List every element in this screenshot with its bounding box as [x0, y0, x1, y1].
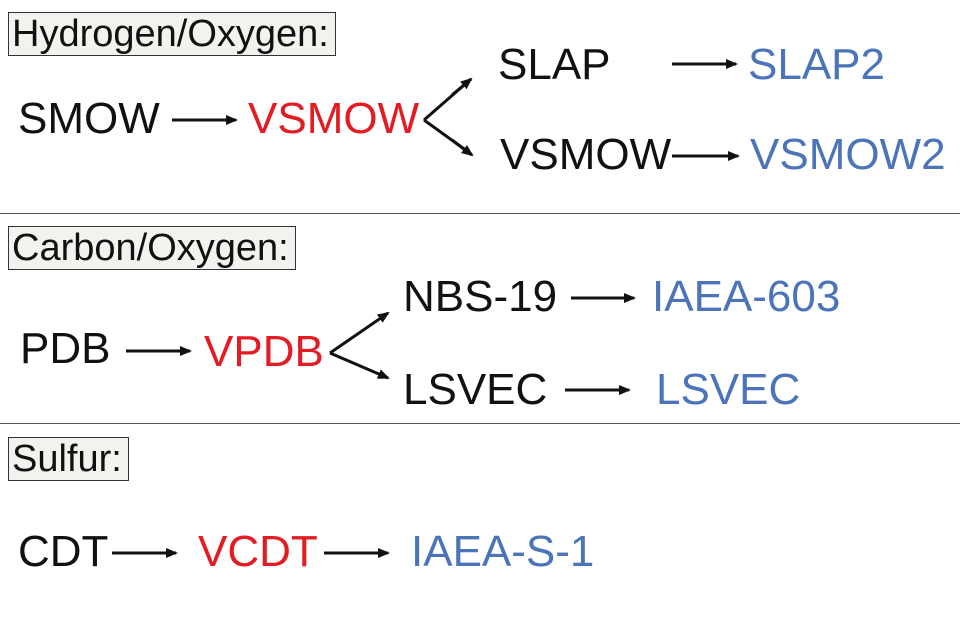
sulfur-header: Sulfur: — [8, 437, 129, 481]
cdt-label: CDT — [18, 527, 109, 576]
vsmow-branch-label: VSMOW — [500, 130, 672, 179]
smow-label: SMOW — [18, 94, 160, 143]
vsmow2-label: VSMOW2 — [750, 130, 946, 179]
iaea-s-1-label: IAEA-S-1 — [411, 527, 595, 576]
slap2-label: SLAP2 — [748, 40, 885, 89]
section-divider-1 — [0, 213, 960, 214]
vcdt-label: VCDT — [198, 527, 318, 576]
section-divider-2 — [0, 423, 960, 424]
nbs19-label: NBS-19 — [403, 272, 558, 321]
arrow-vpdb-branch-bottom — [329, 351, 390, 380]
lsvec-successor-label: LSVEC — [656, 365, 801, 414]
lsvec-label: LSVEC — [403, 365, 548, 414]
vpdb-label: VPDB — [204, 327, 324, 376]
iaea-603-label: IAEA-603 — [652, 272, 841, 321]
pdb-label: PDB — [20, 324, 111, 373]
slap-label: SLAP — [498, 40, 611, 89]
carbon-oxygen-header: Carbon/Oxygen: — [8, 226, 296, 270]
vsmow-label: VSMOW — [248, 94, 420, 143]
hydrogen-oxygen-header: Hydrogen/Oxygen: — [8, 12, 336, 56]
arrow-vpdb-branch-top — [329, 311, 390, 355]
